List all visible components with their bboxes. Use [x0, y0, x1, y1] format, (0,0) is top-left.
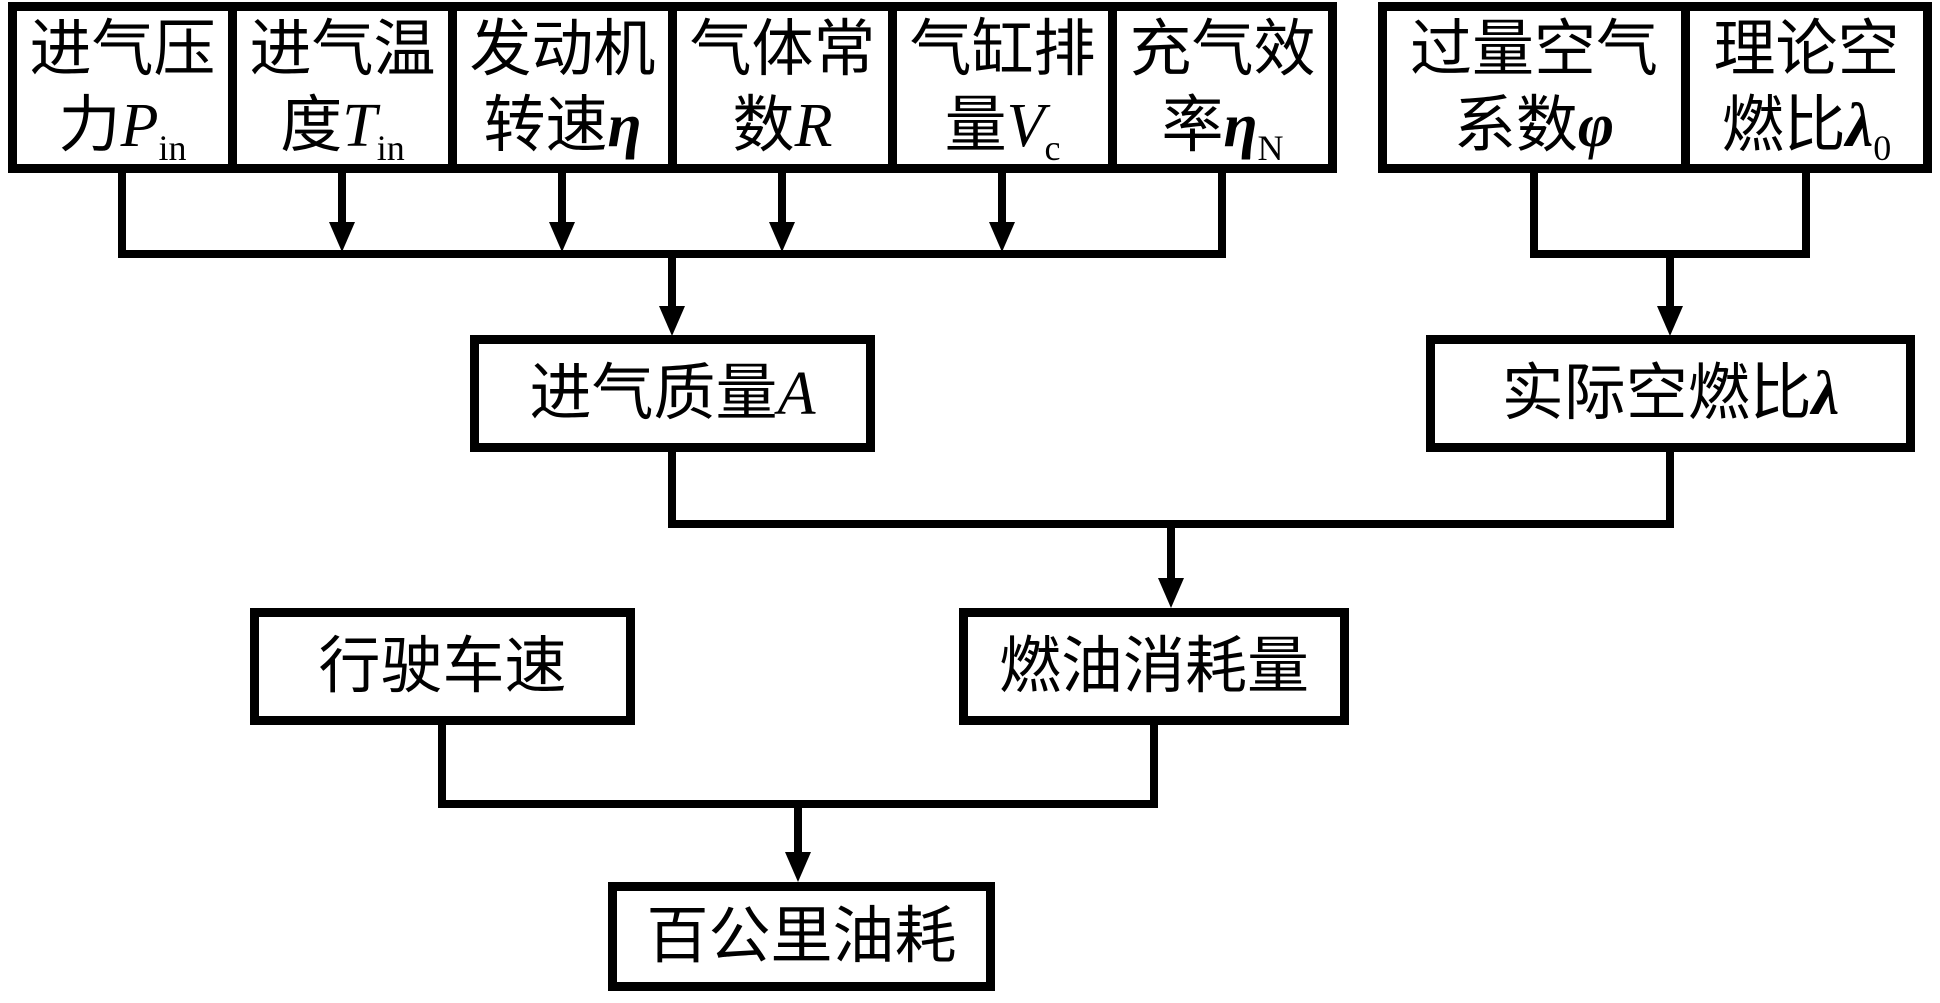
node-label: 理论空燃比λ0	[1690, 12, 1923, 166]
arrowhead-down-icon	[659, 306, 685, 336]
arrowhead-down-icon	[1158, 578, 1184, 608]
node-text: 进气压力	[29, 15, 216, 160]
node-text: 实际空燃比	[1501, 359, 1812, 428]
node-cylinder-displacement: 气缸排量Vc	[888, 2, 1117, 173]
node-subscript: 0	[1873, 127, 1892, 168]
connector-elbow-left	[118, 173, 126, 258]
connector-right-bus	[1530, 250, 1810, 258]
connector-elbow-right	[1150, 725, 1158, 808]
node-label: 发动机转速η	[457, 12, 668, 164]
connector-elbow-right	[1218, 173, 1226, 258]
node-theoretical-air-fuel-ratio: 理论空燃比λ0	[1681, 2, 1932, 173]
arrowhead-down-icon	[785, 852, 811, 882]
connector-bottom-bus	[438, 800, 1158, 808]
node-text: 充气效率	[1129, 15, 1316, 160]
node-subscript: c	[1044, 127, 1061, 168]
connector-left-bus	[118, 250, 1226, 258]
node-symbol: η	[1223, 91, 1258, 160]
node-label: 百公里油耗	[644, 899, 958, 975]
arrowhead-down-icon	[769, 222, 795, 252]
arrowhead-down-icon	[1657, 306, 1683, 336]
node-text: 气缸排量	[909, 15, 1096, 160]
node-text: 百公里油耗	[646, 902, 957, 971]
node-symbol: T	[342, 91, 377, 160]
node-text: 进气温度	[249, 15, 436, 160]
node-gas-constant: 气体常数R	[668, 2, 897, 173]
node-text: 发动机转速	[469, 15, 656, 160]
node-symbol: A	[777, 359, 816, 428]
node-text: 燃油消耗量	[998, 632, 1309, 701]
connector-elbow-right	[1802, 173, 1810, 258]
connector-stub	[558, 173, 566, 225]
node-symbol: η	[607, 91, 642, 160]
connector-drop-fuel-per-100km	[794, 808, 802, 854]
node-label: 燃油消耗量	[997, 629, 1311, 705]
connector-drop-actual-afr	[1666, 258, 1674, 308]
arrowhead-down-icon	[549, 222, 575, 252]
node-subscript: in	[158, 127, 187, 168]
node-vehicle-speed: 行驶车速	[250, 608, 635, 725]
connector-mid-bus	[668, 520, 1674, 528]
node-text: 气体常数	[689, 15, 876, 160]
connector-drop-intake-mass	[668, 258, 676, 308]
node-text: 理论空燃比	[1713, 15, 1900, 160]
node-actual-air-fuel-ratio: 实际空燃比λ	[1426, 335, 1915, 452]
node-text: 行驶车速	[318, 632, 567, 701]
node-symbol: V	[1006, 91, 1045, 160]
node-text: 过量空气系数	[1409, 15, 1658, 160]
node-intake-mass: 进气质量A	[470, 335, 875, 452]
node-label: 进气压力Pin	[17, 12, 228, 166]
node-label: 行驶车速	[316, 629, 568, 705]
node-symbol: R	[794, 91, 833, 160]
node-subscript: in	[376, 127, 405, 168]
node-label: 气体常数R	[677, 12, 888, 164]
node-charging-efficiency: 充气效率ηN	[1108, 2, 1337, 173]
node-label: 实际空燃比λ	[1500, 356, 1842, 432]
connector-drop-fuel-consumption	[1167, 528, 1175, 580]
connector-stub	[998, 173, 1006, 225]
node-engine-speed: 发动机转速η	[448, 2, 677, 173]
node-symbol: λ	[1845, 91, 1874, 160]
arrowhead-down-icon	[989, 222, 1015, 252]
node-excess-air-coefficient: 过量空气系数φ	[1378, 2, 1690, 173]
node-fuel-consumption: 燃油消耗量	[959, 608, 1349, 725]
node-symbol: P	[120, 91, 159, 160]
node-label: 气缸排量Vc	[897, 12, 1108, 166]
node-intake-pressure: 进气压力Pin	[8, 2, 237, 173]
node-label: 过量空气系数φ	[1387, 12, 1681, 164]
node-symbol: φ	[1577, 91, 1615, 160]
connector-stub	[778, 173, 786, 225]
arrowhead-down-icon	[329, 222, 355, 252]
node-subscript: N	[1257, 127, 1284, 168]
node-intake-temperature: 进气温度Tin	[228, 2, 457, 173]
connector-elbow-left	[438, 725, 446, 808]
node-label: 充气效率ηN	[1117, 12, 1328, 166]
connector-stub	[338, 173, 346, 225]
connector-elbow-left	[1530, 173, 1538, 258]
node-label: 进气质量A	[528, 356, 818, 432]
connector-elbow-left	[668, 452, 676, 528]
node-label: 进气温度Tin	[237, 12, 448, 166]
node-text: 进气质量	[529, 359, 778, 428]
node-symbol: λ	[1811, 359, 1840, 428]
node-fuel-per-100km: 百公里油耗	[608, 882, 995, 991]
connector-elbow-right	[1666, 452, 1674, 528]
